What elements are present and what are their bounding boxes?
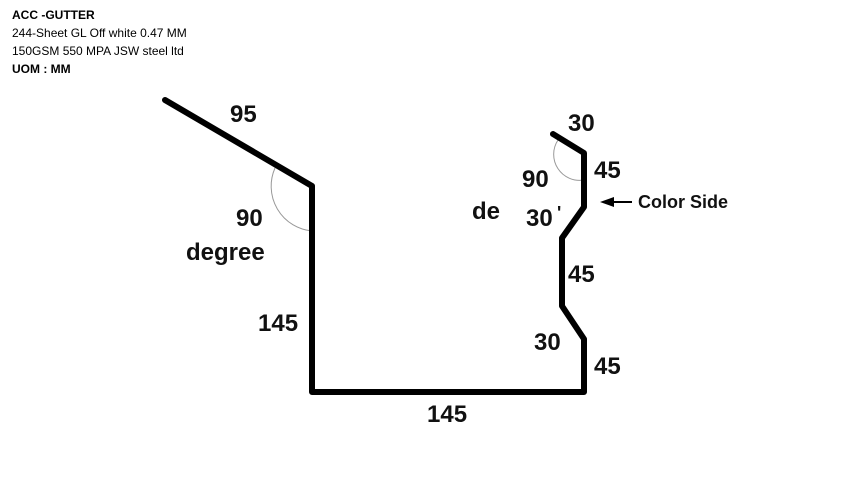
dim-right-top-lip: 30 bbox=[568, 110, 595, 137]
dim-right-30-prime: ' bbox=[557, 203, 561, 223]
dim-bottom: 145 bbox=[427, 401, 467, 428]
color-side-label: Color Side bbox=[638, 192, 728, 212]
dim-right-de: de bbox=[472, 198, 500, 225]
color-side-arrow-icon bbox=[600, 197, 614, 207]
dim-top-left-flange: 95 bbox=[230, 101, 257, 128]
uom-label: UOM : MM bbox=[12, 62, 71, 76]
dim-right-upper: 45 bbox=[594, 157, 621, 184]
right-angle-arc bbox=[553, 139, 585, 181]
material-spec: 244-Sheet GL Off white 0.47 MM 150GSM 55… bbox=[12, 26, 187, 58]
dim-right-angle: 90 bbox=[522, 166, 549, 193]
dim-right-lower: 45 bbox=[594, 353, 621, 380]
dim-right-30-lower: 30 bbox=[534, 329, 561, 356]
product-title: ACC -GUTTER bbox=[12, 8, 95, 22]
dim-right-middle: 45 bbox=[568, 261, 595, 288]
dim-left-wall: 145 bbox=[258, 310, 298, 337]
dim-left-angle-unit: degree bbox=[186, 239, 265, 266]
gutter-profile-line bbox=[162, 97, 587, 395]
dim-right-30-upper: 30 bbox=[526, 205, 553, 232]
dim-left-angle: 90 bbox=[236, 205, 263, 232]
spec-info: ACC -GUTTER 244-Sheet GL Off white 0.47 … bbox=[12, 6, 212, 78]
left-angle-arc bbox=[270, 167, 313, 232]
